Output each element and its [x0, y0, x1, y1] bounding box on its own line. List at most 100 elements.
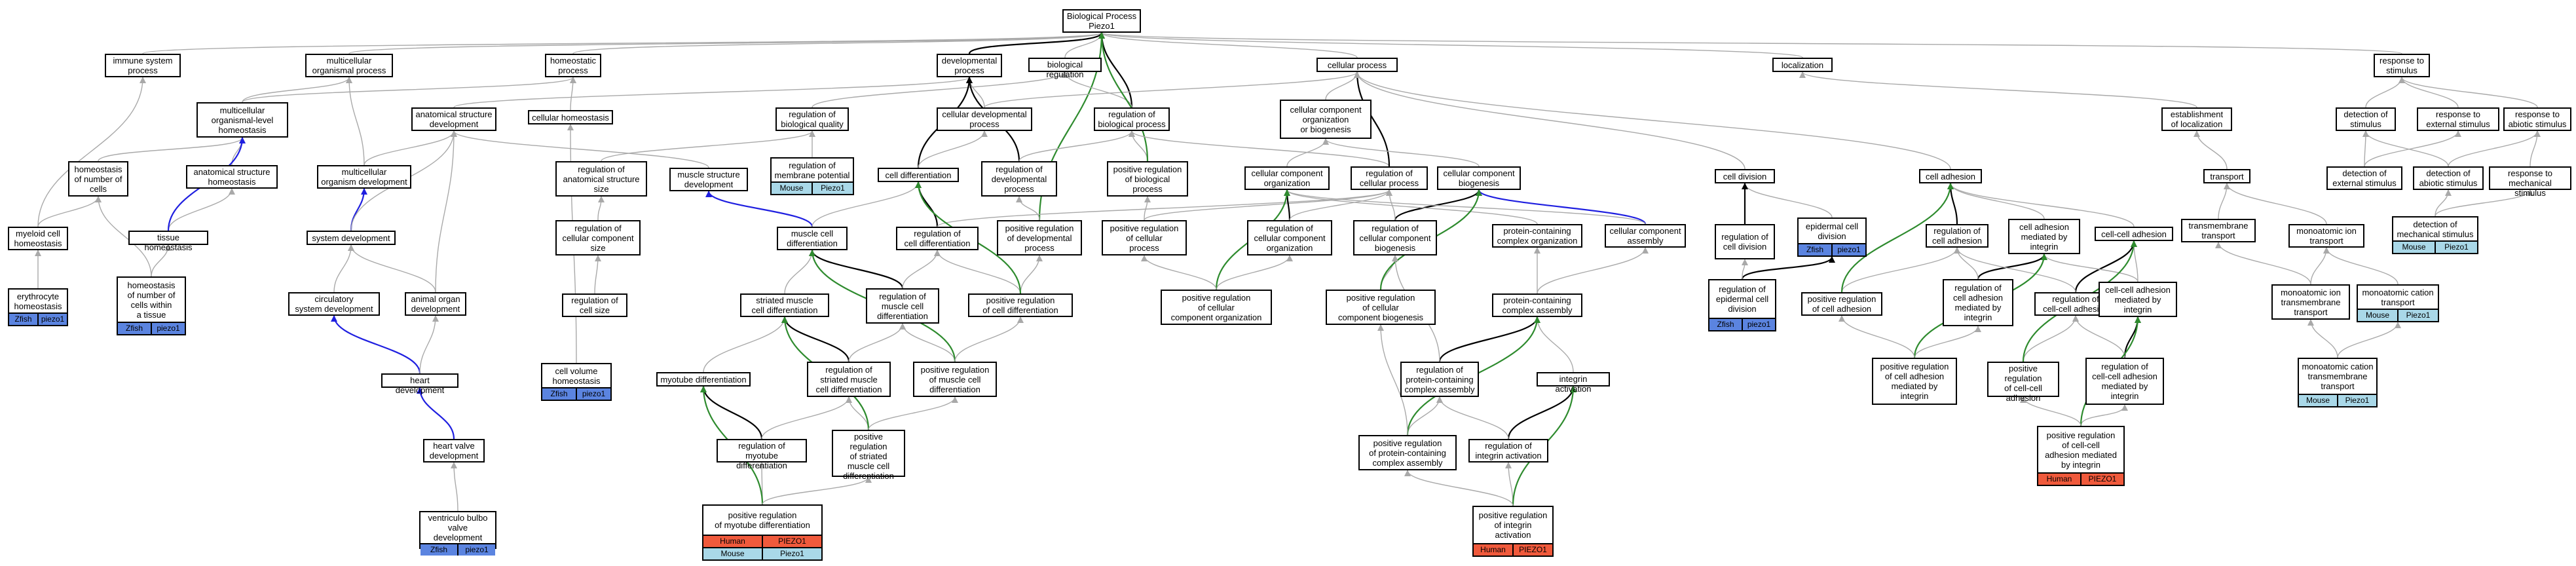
go-term-posregdev[interactable]: positive regulation of developmental pro… — [997, 220, 1082, 255]
go-term-immune[interactable]: immune system process — [105, 54, 181, 77]
go-term-musclediff[interactable]: muscle cell differentiation — [777, 227, 848, 250]
go-term-estloc[interactable]: establishment of localization — [2161, 107, 2232, 131]
go-term-ccassembly[interactable]: cellular component assembly — [1605, 224, 1686, 248]
go-term-posregpcca[interactable]: positive regulation of protein-containin… — [1358, 435, 1457, 470]
go-term-posregbio[interactable]: positive regulation of biological proces… — [1107, 161, 1188, 197]
go-term-regbioproc[interactable]: regulation of biological process — [1094, 107, 1170, 131]
go-term-regcellproc[interactable]: regulation of cellular process — [1351, 166, 1428, 190]
go-term-regdevproc[interactable]: regulation of developmental process — [981, 161, 1057, 197]
go-term-posregcellcell[interactable]: positive regulation of cell-cell adhesio… — [1987, 362, 2059, 403]
go-term-transmem[interactable]: transmembrane transport — [2181, 219, 2256, 242]
go-term-heartvalve[interactable]: heart valve development — [423, 439, 485, 462]
go-term-celldiff[interactable]: cell differentiation — [878, 168, 959, 182]
go-term-respmech[interactable]: response to mechanical stimulus — [2489, 166, 2571, 198]
go-term-posregccb[interactable]: positive regulation of cellular componen… — [1326, 290, 1436, 325]
go-term-posregcelldiff[interactable]: positive regulation of cell differentiat… — [968, 293, 1073, 317]
go-term-myeloid[interactable]: myeloid cell homeostasis — [8, 227, 68, 250]
go-term-posregccadhint[interactable]: positive regulation of cell-cell adhesio… — [2037, 426, 2125, 486]
go-term-posregcelladh[interactable]: positive regulation of cell adhesion — [1801, 292, 1882, 316]
go-term-pcca[interactable]: protein-containing complex assembly — [1492, 293, 1582, 317]
go-term-label: detection of stimulus — [2343, 109, 2388, 129]
edge-detabio-to-detstim — [2362, 130, 2449, 167]
go-term-regcelladh[interactable]: regulation of cell adhesion — [1926, 224, 1988, 248]
go-term-multiorg[interactable]: multicellular organismal process — [305, 54, 393, 77]
go-term-reganatsize[interactable]: regulation of anatomical structure size — [555, 161, 647, 197]
go-term-posregcell[interactable]: positive regulation of cellular process — [1102, 220, 1187, 255]
go-term-regccb[interactable]: regulation of cellular component biogene… — [1353, 220, 1437, 255]
go-term-musstrdev[interactable]: muscle structure development — [669, 168, 748, 191]
go-term-regmusdiff[interactable]: regulation of muscle cell differentiatio… — [866, 288, 939, 324]
go-term-celldevproc[interactable]: cellular developmental process — [937, 107, 1032, 131]
go-term-devproc[interactable]: developmental process — [937, 54, 1002, 77]
go-term-detext[interactable]: detection of external stimulus — [2326, 166, 2402, 190]
go-term-monoiontm[interactable]: monoatomic ion transmembrane transport — [2271, 284, 2350, 320]
go-term-regpcca[interactable]: regulation of protein-containing complex… — [1400, 362, 1479, 397]
go-term-pcco[interactable]: protein-containing complex organization — [1492, 224, 1582, 248]
go-term-transport[interactable]: transport — [2203, 169, 2250, 183]
go-term-respstim[interactable]: response to stimulus — [2374, 54, 2430, 77]
go-term-regstmus[interactable]: regulation of striated muscle cell diffe… — [807, 362, 891, 397]
go-term-ccb[interactable]: cellular component biogenesis — [1437, 166, 1521, 190]
go-term-homeostatic[interactable]: homeostatic process — [545, 54, 601, 77]
go-term-heartdev[interactable]: heart development — [381, 373, 458, 395]
go-term-sysdev[interactable]: system development — [307, 231, 396, 245]
go-term-respabio[interactable]: response to abiotic stimulus — [2503, 107, 2571, 131]
go-term-anathomeo[interactable]: anatomical structure homeostasis — [186, 165, 278, 189]
go-term-celldiv[interactable]: cell division — [1715, 169, 1775, 183]
go-term-ccadhint[interactable]: cell-cell adhesion mediated by integrin — [2099, 282, 2177, 317]
go-term-regcco[interactable]: regulation of cellular component organiz… — [1247, 220, 1332, 255]
go-term-posregcelladhint[interactable]: positive regulation of cell adhesion med… — [1872, 358, 1957, 405]
go-term-homeonum[interactable]: homeostasis of number of cells — [68, 161, 128, 197]
go-term-detstim[interactable]: detection of stimulus — [2336, 107, 2396, 131]
go-term-mlhomeo[interactable]: multicellular organismal-level homeostas… — [196, 102, 288, 138]
go-term-regcelladhint[interactable]: regulation of cell adhesion mediated by … — [1943, 279, 2013, 326]
go-term-stmusdiff[interactable]: striated muscle cell differentiation — [740, 293, 829, 317]
go-term-posregintegrin[interactable]: positive regulation of integrin activati… — [1472, 506, 1554, 557]
go-term-tisshomeo[interactable]: tissue homeostasis — [128, 231, 208, 252]
go-term-cco[interactable]: cellular component organization — [1244, 166, 1330, 190]
go-term-posregmus[interactable]: positive regulation of muscle cell diffe… — [913, 362, 997, 397]
go-term-respext[interactable]: response to external stimulus — [2417, 107, 2499, 131]
go-term-integrinact[interactable]: integrin activation — [1537, 372, 1610, 394]
go-term-localization[interactable]: localization — [1772, 58, 1833, 72]
go-term-regbioqual[interactable]: regulation of biological quality — [775, 107, 849, 131]
go-term-regintegrin[interactable]: regulation of integrin activation — [1468, 439, 1548, 462]
go-term-posregmyo[interactable]: positive regulation of myotube different… — [702, 504, 823, 561]
go-term-monoion[interactable]: monoatomic ion transport — [2288, 224, 2364, 248]
go-term-cellcell[interactable]: cell-cell adhesion — [2095, 227, 2173, 241]
go-term-animorgan[interactable]: animal organ development — [405, 292, 466, 316]
go-term-regcelldiff[interactable]: regulation of cell differentiation — [896, 227, 979, 250]
go-term-regccadhint[interactable]: regulation of cell-cell adhesion mediate… — [2085, 358, 2164, 405]
go-term-label: regulation of integrin activation — [1475, 441, 1542, 461]
go-term-bioreg[interactable]: biological regulation — [1028, 58, 1102, 79]
go-term-multorgdev[interactable]: multicellular organism development — [317, 165, 411, 189]
go-term-posregstmus[interactable]: positive regulation of striated muscle c… — [832, 430, 905, 481]
go-term-regmyo[interactable]: regulation of myotube differentiation — [717, 439, 807, 470]
go-term-regcellcompsize[interactable]: regulation of cellular component size — [555, 220, 641, 255]
go-term-monocattm[interactable]: monoatomic cation transmembrane transpor… — [2298, 358, 2378, 407]
go-term-homeonumtiss[interactable]: homeostasis of number of cells within a … — [117, 276, 186, 335]
go-term-cellproc[interactable]: cellular process — [1316, 58, 1398, 72]
go-term-label: animal organ development — [411, 294, 460, 314]
go-term-anatdev[interactable]: anatomical structure development — [411, 107, 496, 131]
go-term-posregcco[interactable]: positive regulation of cellular componen… — [1161, 290, 1272, 325]
go-term-cellhomeo[interactable]: cellular homeostasis — [528, 110, 613, 124]
go-term-root[interactable]: Biological Process Piezo1 — [1062, 9, 1141, 33]
go-term-regcelldiv[interactable]: regulation of cell division — [1715, 224, 1775, 259]
go-term-detabio[interactable]: detection of abiotic stimulus — [2413, 166, 2484, 190]
go-term-cellintegrin[interactable]: cell adhesion mediated by integrin — [2008, 219, 2080, 254]
go-term-circsys[interactable]: circulatory system development — [288, 292, 380, 316]
go-term-ccob[interactable]: cellular component organization or bioge… — [1280, 100, 1372, 139]
go-term-celladh[interactable]: cell adhesion — [1919, 169, 1982, 183]
go-term-myodiff[interactable]: myotube differentiation — [656, 372, 751, 387]
go-term-regcellsize[interactable]: regulation of cell size — [562, 293, 627, 317]
